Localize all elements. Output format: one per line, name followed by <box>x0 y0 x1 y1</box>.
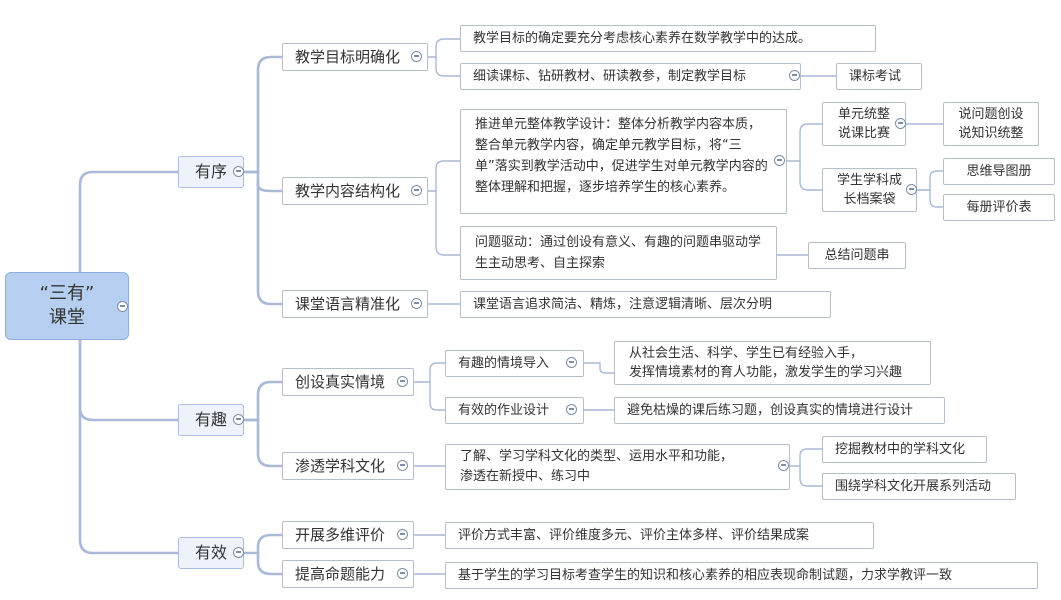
node-text: 课堂语言追求简洁、精炼，注意逻辑清晰、层次分明 <box>473 296 773 312</box>
collapse-icon[interactable] <box>411 51 422 62</box>
node-text: 了解、学习学科文化的类型、运用水平和功能， <box>460 449 734 464</box>
portfolio-evaluation[interactable]: 每册评价表 <box>943 194 1055 221</box>
collapse-icon[interactable] <box>778 460 789 471</box>
branch-label: 有效 <box>194 543 227 562</box>
node-text: 说课比赛 <box>837 126 890 141</box>
node-text: 问题驱动：通过创设有意义、有趣的问题串驱动学生主动思考、自主探索 <box>475 235 762 271</box>
content-problem-driven[interactable]: 问题驱动：通过创设有意义、有趣的问题串驱动学生主动思考、自主探索 <box>460 226 777 280</box>
goal-item-2[interactable]: 细读课标、钻研教材、研读教参，制定教学目标 <box>460 63 801 90</box>
node-text: 思维导图册 <box>966 163 1032 179</box>
branch-label: 有序 <box>194 162 227 181</box>
topic-culture[interactable]: 渗透学科文化 <box>282 452 414 480</box>
situation-homework-detail[interactable]: 避免枯燥的课后练习题，创设真实的情境进行设计 <box>614 397 945 424</box>
node-text: 每册评价表 <box>966 199 1032 215</box>
node-text: 细读课标、钻研教材、研读教参，制定教学目标 <box>473 68 747 84</box>
topic-label: 开展多维评价 <box>295 526 386 544</box>
node-text: 学生学科成 <box>836 173 902 188</box>
collapse-icon[interactable] <box>906 184 917 195</box>
node-text: 说问题创设 <box>958 107 1024 122</box>
topic-language[interactable]: 课堂语言精准化 <box>282 290 428 318</box>
culture-child-1[interactable]: 挖掘教材中的学科文化 <box>822 436 987 463</box>
unit-talk-contest[interactable]: 单元统整 说课比赛 <box>822 102 906 146</box>
node-text: 挖掘教材中的学科文化 <box>835 441 966 457</box>
content-unit-design[interactable]: 推进单元整体教学设计：整体分析教学内容本质，整合单元教学内容，确定单元教学目标，… <box>460 109 787 214</box>
collapse-icon[interactable] <box>789 70 800 81</box>
student-portfolio[interactable]: 学生学科成 长档案袋 <box>822 168 917 212</box>
node-text: 有趣的情境导入 <box>458 355 550 371</box>
topic-evaluation[interactable]: 开展多维评价 <box>282 521 414 549</box>
collapse-icon[interactable] <box>233 166 244 177</box>
root-node[interactable]: “三有” 课堂 <box>5 272 129 340</box>
node-text: 有效的作业设计 <box>458 402 550 418</box>
collapse-icon[interactable] <box>397 529 408 540</box>
node-text: 围绕学科文化开展系列活动 <box>835 478 992 494</box>
root-title-line2: 课堂 <box>49 307 85 328</box>
node-text: 推进单元整体教学设计：整体分析教学内容本质，整合单元教学内容，确定单元教学目标，… <box>475 117 768 195</box>
topic-label: 课堂语言精准化 <box>295 295 401 313</box>
branch-label: 有趣 <box>194 410 227 429</box>
root-title-line1: “三有” <box>39 283 95 304</box>
node-text: 教学目标的确定要充分考虑核心素养在数学教学中的达成。 <box>473 30 812 46</box>
exam-item[interactable]: 基于学生的学习目标考查学生的知识和核心素养的相应表现命制试题，力求学教评一致 <box>445 562 1038 589</box>
culture-child-2[interactable]: 围绕学科文化开展系列活动 <box>822 473 1016 500</box>
collapse-icon[interactable] <box>397 460 408 471</box>
node-text: 说知识统整 <box>958 126 1024 141</box>
portfolio-mindmap[interactable]: 思维导图册 <box>943 158 1055 185</box>
topic-label: 渗透学科文化 <box>295 457 386 475</box>
unit-talk-contest-child[interactable]: 说问题创设 说知识统整 <box>943 102 1039 146</box>
goal-item-2-child[interactable]: 课标考试 <box>836 63 922 90</box>
collapse-icon[interactable] <box>566 404 577 415</box>
collapse-icon[interactable] <box>233 414 244 425</box>
collapse-icon[interactable] <box>397 376 408 387</box>
node-text: 发挥情境素材的育人功能，激发学生的学习兴趣 <box>629 365 903 380</box>
goal-item-1[interactable]: 教学目标的确定要充分考虑核心素养在数学教学中的达成。 <box>460 25 876 52</box>
node-text: 单元统整 <box>837 107 890 122</box>
node-text: 基于学生的学习目标考查学生的知识和核心素养的相应表现命制试题，力求学教评一致 <box>458 567 953 583</box>
node-text: 渗透在新授中、练习中 <box>460 469 591 484</box>
topic-exam[interactable]: 提高命题能力 <box>282 560 414 588</box>
collapse-icon[interactable] <box>397 568 408 579</box>
language-item[interactable]: 课堂语言追求简洁、精炼，注意逻辑清晰、层次分明 <box>460 291 831 318</box>
node-text: 评价方式丰富、评价维度多元、评价主体多样、评价结果成案 <box>458 527 810 543</box>
situation-intro[interactable]: 有趣的情境导入 <box>445 350 584 377</box>
topic-goal[interactable]: 教学目标明确化 <box>282 43 428 71</box>
node-text: 课标考试 <box>849 68 902 84</box>
collapse-icon[interactable] <box>774 155 785 166</box>
topic-label: 创设真实情境 <box>295 373 386 391</box>
situation-homework[interactable]: 有效的作业设计 <box>445 397 584 424</box>
problem-child[interactable]: 总结问题串 <box>808 242 906 269</box>
node-text: 避免枯燥的课后练习题，创设真实的情境进行设计 <box>627 402 914 418</box>
topic-label: 教学内容结构化 <box>295 182 401 200</box>
collapse-icon[interactable] <box>117 301 128 312</box>
node-text: 长档案袋 <box>843 192 896 207</box>
situation-intro-detail[interactable]: 从社会生活、科学、学生已有经验入手， 发挥情境素材的育人功能，激发学生的学习兴趣 <box>614 341 931 385</box>
topic-situation[interactable]: 创设真实情境 <box>282 368 414 396</box>
culture-detail[interactable]: 了解、学习学科文化的类型、运用水平和功能， 渗透在新授中、练习中 <box>445 444 790 490</box>
topic-content[interactable]: 教学内容结构化 <box>282 177 428 205</box>
topic-label: 提高命题能力 <box>295 565 386 583</box>
collapse-icon[interactable] <box>895 118 906 129</box>
collapse-icon[interactable] <box>233 547 244 558</box>
collapse-icon[interactable] <box>411 185 422 196</box>
topic-label: 教学目标明确化 <box>295 48 401 66</box>
collapse-icon[interactable] <box>566 357 577 368</box>
evaluation-item[interactable]: 评价方式丰富、评价维度多元、评价主体多样、评价结果成案 <box>445 522 874 549</box>
node-text: 从社会生活、科学、学生已有经验入手， <box>629 346 864 361</box>
collapse-icon[interactable] <box>411 298 422 309</box>
node-text: 总结问题串 <box>824 247 890 263</box>
